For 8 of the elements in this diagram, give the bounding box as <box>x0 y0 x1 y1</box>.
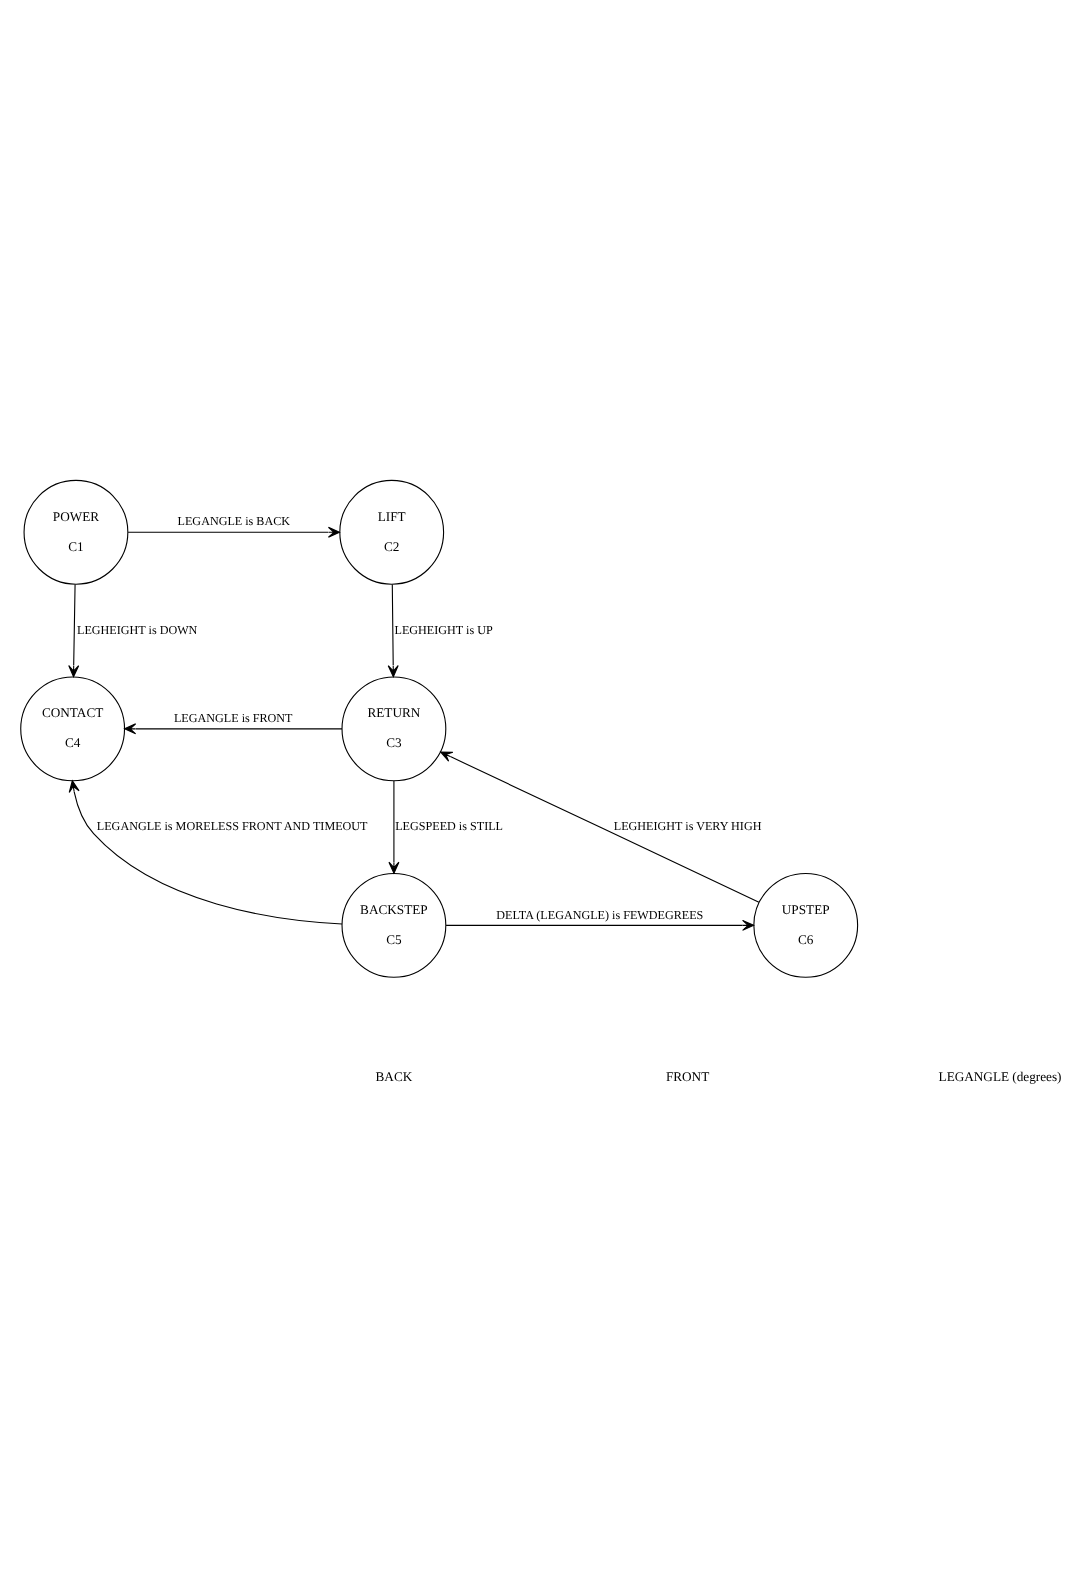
arrow <box>127 525 341 537</box>
arrow <box>388 779 400 873</box>
arrow <box>440 750 760 902</box>
arrow <box>124 722 343 734</box>
arrow <box>68 779 343 924</box>
arrow <box>445 918 755 930</box>
arrow <box>387 582 399 677</box>
arrow <box>68 582 80 677</box>
